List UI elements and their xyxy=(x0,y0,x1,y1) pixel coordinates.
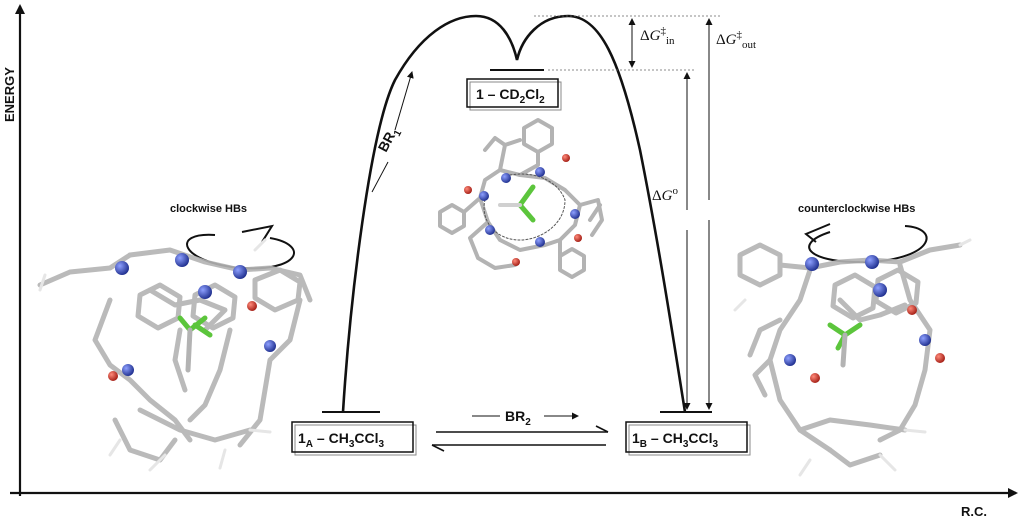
br2-pathway: BR2 xyxy=(431,408,609,452)
counterclockwise-annotation: counterclockwise HBs xyxy=(798,203,928,264)
reference-lines xyxy=(534,15,720,71)
center-molecule xyxy=(438,118,604,279)
y-axis-label: ENERGY xyxy=(2,67,17,122)
energy-curve xyxy=(341,14,687,413)
counterclockwise-label: counterclockwise HBs xyxy=(798,203,915,215)
state-label-left: 1A – CH3CCl3 xyxy=(298,430,385,450)
state-box-top: 1 – CD2Cl2 xyxy=(466,78,562,111)
dg-in-label: ΔG‡in xyxy=(640,25,675,47)
energy-profile xyxy=(341,14,687,413)
state-box-right: 1B – CH3CCl3 xyxy=(625,421,751,456)
left-molecule xyxy=(37,238,313,472)
clockwise-arrow-icon xyxy=(241,224,275,243)
x-axis-label: R.C. xyxy=(961,504,987,519)
dg-out-label: ΔG‡out xyxy=(716,29,756,51)
counterclockwise-arrow-icon xyxy=(804,223,831,243)
state-box-left: 1A – CH3CCl3 xyxy=(291,421,417,456)
clockwise-label: clockwise HBs xyxy=(170,203,247,215)
br2-label: BR2 xyxy=(505,408,531,428)
state-label-top: 1 – CD2Cl2 xyxy=(476,86,545,106)
right-molecule xyxy=(733,238,972,477)
dg-arrows xyxy=(628,18,713,410)
dg-zero-label: ΔGo xyxy=(652,185,679,204)
state-label-right: 1B – CH3CCl3 xyxy=(632,430,719,450)
